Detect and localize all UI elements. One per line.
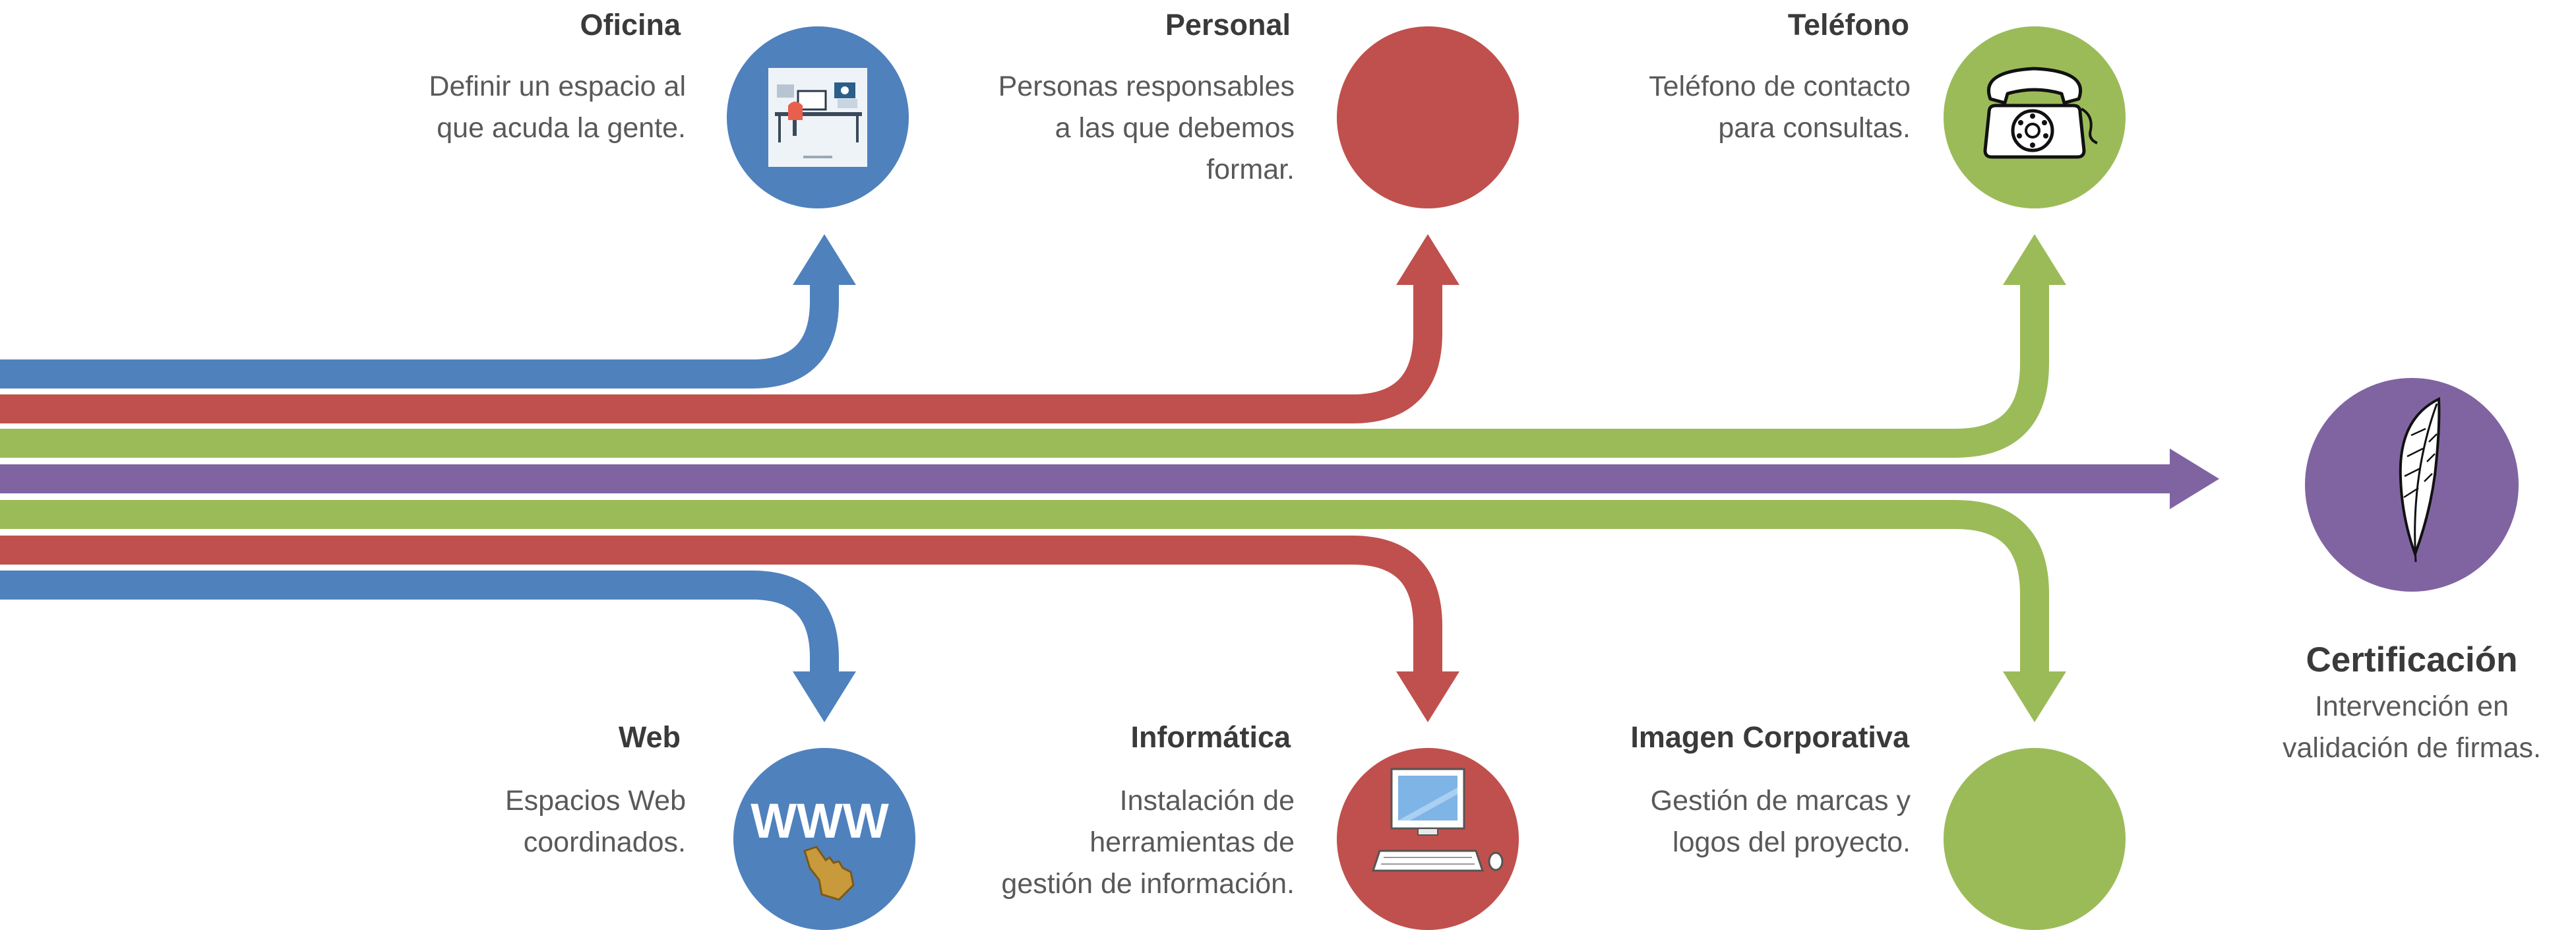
desc-web-line-1: Espacios Web — [505, 785, 686, 817]
arrow-personal — [0, 277, 1442, 423]
computer-icon — [1371, 768, 1504, 872]
desc-oficina-line-2: que acuda la gente. — [437, 112, 686, 144]
title-oficina: Oficina — [580, 8, 681, 42]
arrowhead-certificacion — [2170, 449, 2219, 509]
node-web: WWW — [733, 748, 915, 930]
arrow-imagen — [0, 500, 2049, 673]
desc-telefono-line-1: Teléfono de contacto — [1649, 71, 1911, 102]
title-telefono: Teléfono — [1787, 8, 1909, 42]
arrowhead-personal — [1396, 234, 1459, 285]
arrowhead-oficina — [793, 234, 856, 285]
node-telefono — [1944, 26, 2126, 208]
desc-certificacion-line-2: validación de firmas. — [2283, 732, 2541, 764]
node-personal — [1337, 26, 1519, 208]
circle-web — [733, 748, 915, 930]
node-informatica — [1337, 748, 1519, 930]
circle-personal — [1337, 26, 1519, 208]
node-certificacion — [2305, 378, 2519, 592]
node-imagen — [1944, 748, 2126, 930]
title-personal: Personal — [1165, 8, 1291, 42]
desc-informatica-line-1: Instalación de — [1119, 785, 1295, 817]
desc-web: Espacios Web coordinados. — [505, 780, 686, 863]
arrowhead-informatica — [1396, 671, 1459, 722]
arrowhead-web — [793, 671, 856, 722]
circle-imagen — [1944, 748, 2126, 930]
title-web: Web — [618, 720, 681, 754]
desc-certificacion-line-1: Intervención en — [2314, 691, 2509, 722]
desc-personal-line-3: formar. — [1206, 154, 1295, 185]
feather-icon — [2399, 396, 2441, 563]
www-hand-icon: WWW — [751, 793, 889, 901]
desc-imagen-line-1: Gestión de marcas y — [1650, 785, 1911, 817]
desc-informatica-line-2: herramientas de — [1089, 826, 1295, 858]
www-text: WWW — [751, 793, 889, 848]
desc-imagen: Gestión de marcas y logos del proyecto. — [1651, 780, 1911, 863]
desc-oficina-line-1: Definir un espacio al — [429, 71, 686, 102]
title-imagen: Imagen Corporativa — [1630, 720, 1909, 754]
desc-informatica: Instalación de herramientas de gestión d… — [1001, 780, 1295, 905]
arrow-telefono — [0, 277, 2049, 458]
node-oficina — [727, 26, 909, 208]
arrow-web — [0, 571, 839, 673]
arrowhead-telefono — [2003, 234, 2066, 285]
desc-telefono: Teléfono de contacto para consultas. — [1649, 66, 1911, 149]
desc-imagen-line-2: logos del proyecto. — [1672, 826, 1911, 858]
desc-informatica-line-3: gestión de información. — [1001, 868, 1295, 900]
flow-arrows — [0, 234, 2219, 722]
desc-web-line-2: coordinados. — [523, 826, 686, 858]
telephone-icon — [1983, 67, 2098, 159]
desc-oficina: Definir un espacio al que acuda la gente… — [429, 66, 686, 149]
desc-personal: Personas responsables a las que debemos … — [998, 66, 1295, 191]
arrow-informatica — [0, 536, 1442, 673]
arrow-oficina — [0, 277, 839, 388]
title-informatica: Informática — [1130, 720, 1291, 754]
title-certificacion: Certificación — [2306, 640, 2518, 679]
desc-personal-line-2: a las que debemos — [1055, 112, 1295, 144]
circle-informatica — [1337, 748, 1519, 930]
desc-personal-line-1: Personas responsables — [998, 71, 1295, 102]
desc-telefono-line-2: para consultas. — [1718, 112, 1911, 144]
desc-certificacion: Intervención en validación de firmas. — [2247, 686, 2576, 769]
arrowhead-imagen — [2003, 671, 2066, 722]
office-desk-icon — [768, 68, 867, 167]
